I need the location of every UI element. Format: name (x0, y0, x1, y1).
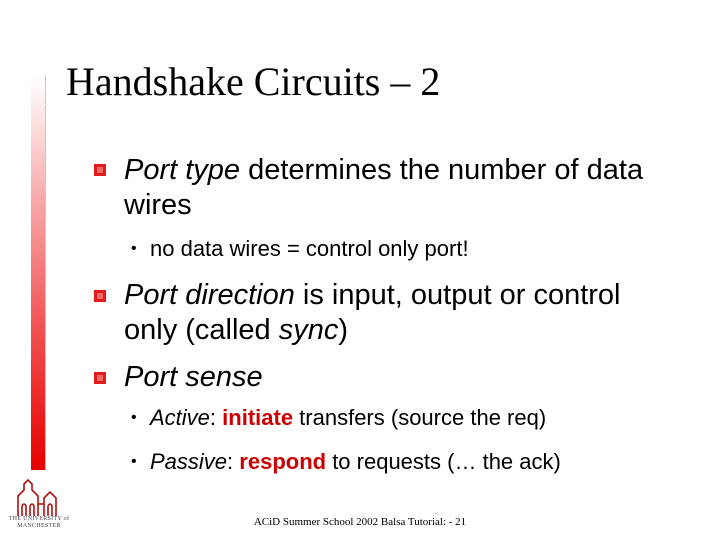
sub-bullet-dot: • (131, 409, 137, 426)
sub-bullet-dot: • (131, 453, 137, 470)
term-port-direction: Port direction (124, 279, 295, 311)
sub-bullet-dot: • (131, 240, 137, 257)
university-logo (6, 478, 70, 536)
slide-title: Handshake Circuits – 2 (66, 59, 441, 104)
colon: : (209, 405, 223, 430)
term-passive: Passive (150, 449, 228, 474)
bullet-text-cont: only (called (124, 314, 279, 346)
term-active: Active (150, 405, 210, 430)
slide-footer: ACiD Summer School 2002 Balsa Tutorial: … (253, 516, 467, 528)
highlight-initiate: initiate (222, 405, 294, 430)
left-gradient-bar (31, 75, 46, 470)
bullet-text-cont: wires (124, 189, 192, 221)
sub-bullet-text: to requests (… the ack) (326, 449, 561, 474)
term-sync: sync (278, 314, 339, 346)
colon: : (227, 449, 240, 474)
sub-bullet-control-only: no data wires = control only port! (150, 236, 469, 261)
sub-bullet-active: Active: initiate transfers (source the r… (150, 405, 546, 431)
bullet-port-sense: Port sense (124, 360, 263, 395)
bullet-text: determines the number of data (240, 154, 644, 186)
university-logo-text: THE UNIVERSITY of MANCHESTER (8, 516, 70, 529)
bullet-text-close: ) (338, 314, 349, 346)
square-bullet-icon (94, 164, 106, 176)
sub-bullet-text: transfers (source the req) (293, 405, 547, 430)
square-bullet-icon (94, 372, 106, 384)
bullet-port-type: Port type determines the number of data … (124, 153, 643, 223)
sub-bullet-passive: Passive: respond to requests (… the ack) (150, 449, 561, 475)
title-rule (45, 104, 605, 105)
highlight-respond: respond (239, 449, 327, 474)
term-port-sense: Port sense (124, 361, 263, 393)
bullet-text: is input, output or control (294, 279, 621, 311)
term-port-type: Port type (124, 154, 241, 186)
square-bullet-icon (94, 290, 106, 302)
bullet-port-direction: Port direction is input, output or contr… (124, 278, 621, 348)
